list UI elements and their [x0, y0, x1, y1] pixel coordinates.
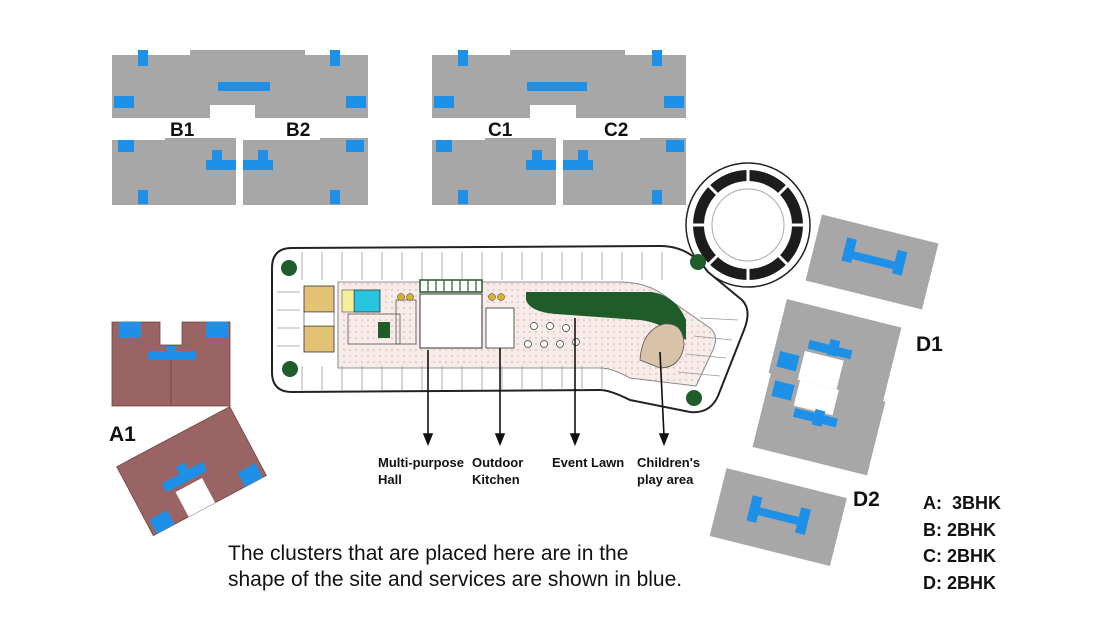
- court-top: [303, 285, 335, 313]
- cluster-b-services: [114, 50, 366, 204]
- legend-entry-c: C: 2BHK: [923, 546, 997, 566]
- multipurpose-hall-area: [419, 293, 483, 349]
- outdoor-kitchen-area: [485, 307, 515, 349]
- caption-line: shape of the site and services are shown…: [228, 568, 683, 591]
- green-screen: [419, 279, 483, 293]
- legend-entry-a: A: 3BHK: [923, 493, 1002, 513]
- cluster-b1-label: B1: [170, 120, 195, 141]
- amenity-block: [271, 244, 749, 414]
- legend-entry-b: B: 2BHK: [923, 519, 997, 540]
- caption-line: The clusters that are placed here are in…: [228, 542, 629, 565]
- pointer-arrows: [422, 318, 670, 447]
- caption: The clusters that are placed here are in…: [228, 541, 788, 593]
- label-childrens-play-area: Children's play area: [637, 455, 704, 487]
- circular-pavilion: [685, 162, 811, 288]
- cluster-c-building: [432, 50, 686, 205]
- court-bottom: [303, 325, 335, 353]
- tree-icon: [282, 361, 298, 377]
- cluster-b-building: [112, 50, 368, 205]
- cluster-c2-label: C2: [604, 120, 628, 141]
- cluster-b-bottom-right-block: [243, 138, 368, 205]
- cluster-c-services: [434, 50, 684, 204]
- parking-bays: [277, 252, 739, 390]
- cluster-b2-label: B2: [286, 120, 310, 141]
- cluster-a-building: [111, 321, 267, 537]
- cluster-c-bottom-right-block: [563, 138, 686, 205]
- table-icons: [397, 293, 505, 301]
- label-outdoor-kitchen: Outdoor Kitchen: [472, 455, 527, 487]
- seating-cluster: [524, 322, 580, 348]
- cluster-d2-label: D2: [853, 488, 880, 511]
- legend-entry-d: D: 2BHK: [923, 572, 997, 593]
- childrens-play-area: [639, 323, 685, 369]
- label-multipurpose-hall: Multi-purpose Hall: [378, 455, 468, 487]
- label-event-lawn: Event Lawn: [552, 455, 624, 470]
- cluster-d1-label: D1: [916, 333, 943, 356]
- event-lawn: [526, 292, 686, 340]
- tree-icon: [281, 260, 297, 276]
- cluster-a1-label: A1: [109, 423, 136, 446]
- cluster-b-bottom-left-block: [112, 138, 236, 205]
- pool: [353, 289, 381, 313]
- tree-icon: [690, 254, 706, 270]
- cluster-c-bottom-left-block: [432, 138, 556, 205]
- cluster-d-building: [709, 214, 939, 566]
- cluster-c1-label: C1: [488, 120, 513, 141]
- tree-icon: [686, 390, 702, 406]
- unit-type-legend: A: 3BHK B: 2BHK C: 2BHK D: 2BHK: [923, 490, 1001, 596]
